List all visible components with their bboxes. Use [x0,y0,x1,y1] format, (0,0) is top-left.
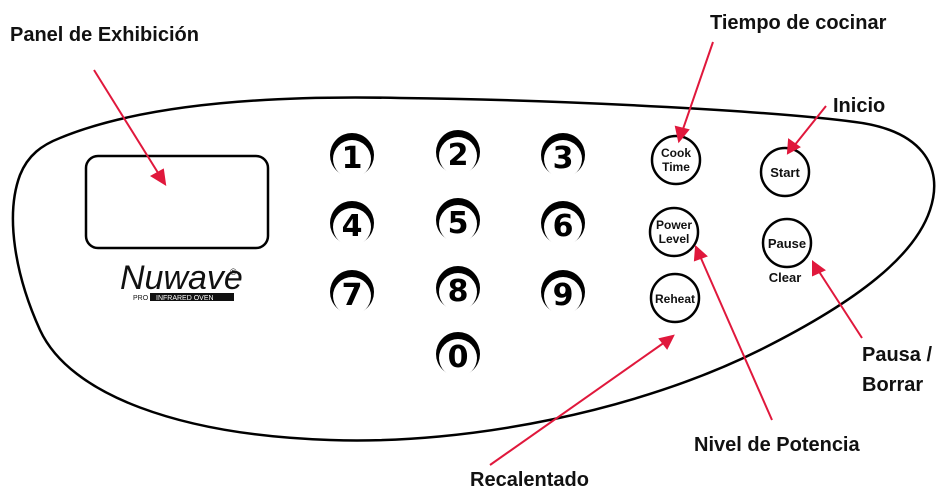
arrow-cook-time [681,41,714,133]
logo-brand: Nuwave [120,259,243,297]
callout-reheat: Recalentado [470,469,589,491]
callout-cook-time: Tiempo de cocinar [710,12,887,34]
callout-pause-clear-line2: Borrar [862,374,924,396]
key-2-label: 2 [448,138,469,173]
arrow-display-panel [93,69,161,177]
key-2-button[interactable]: 2 [436,130,480,175]
cook-time-label-line2: Time [662,160,690,174]
key-5-face [439,205,477,243]
key-7-button[interactable]: 7 [330,270,374,315]
logo-registered-mark: ® [230,267,237,277]
key-3-face [544,140,582,178]
key-7-face [333,277,371,315]
key-9-label: 9 [553,278,574,313]
key-5-button[interactable]: 5 [436,198,480,243]
display-window [84,154,270,250]
logo-sub-left: PRO [133,295,149,302]
arrowhead-reheat [658,334,675,350]
reheat-label: Reheat [655,292,695,306]
arrow-reheat [489,341,666,466]
cook-time-label-line1: Cook [661,146,691,160]
key-0-label: 0 [448,340,469,375]
cook-time-button[interactable]: Cook Time [650,134,702,186]
start-button[interactable]: Start [759,146,811,198]
key-0-face [439,339,477,377]
key-9-button[interactable]: 9 [541,270,585,315]
logo-sub-right: INFRARED OVEN [156,295,214,302]
key-1-button[interactable]: 1 [330,133,374,178]
arrowhead-power-level [693,244,708,262]
power-level-label-line2: Level [659,232,690,246]
callout-start: Inicio [833,95,886,117]
power-level-button[interactable]: Power Level [648,206,700,258]
arrow-pause-clear [817,269,863,339]
callout-display-panel: Panel de Exhibición [10,24,199,46]
key-8-face [439,273,477,311]
key-9-face [544,277,582,315]
pause-button[interactable]: Pause [761,217,813,269]
pause-label: Pause [768,236,806,251]
key-4-face [333,208,371,246]
key-8-button[interactable]: 8 [436,266,480,311]
key-3-label: 3 [553,141,574,176]
callout-pause-clear-line1: Pausa / [862,344,933,366]
callout-arrows [93,41,863,466]
reheat-button[interactable]: Reheat [649,272,701,324]
key-6-face [544,208,582,246]
logo-subline-bar [150,293,234,301]
arrowhead-display-panel [150,168,167,186]
power-level-label-line1: Power [656,218,692,232]
key-4-button[interactable]: 4 [330,201,374,246]
key-8-label: 8 [448,274,469,309]
arrowhead-start [786,138,801,155]
arrow-start [793,105,827,147]
key-1-face [333,140,371,178]
key-6-button[interactable]: 6 [541,201,585,246]
key-5-label: 5 [448,206,469,241]
key-1-label: 1 [342,141,363,176]
key-7-label: 7 [342,278,363,313]
arrow-power-level [699,255,773,421]
nuwave-logo: Nuwave ® PRO INFRARED OVEN [120,259,243,302]
key-3-button[interactable]: 3 [541,133,585,178]
arrowhead-pause-clear [812,260,826,277]
arrowhead-cook-time [674,125,690,144]
key-6-label: 6 [553,209,574,244]
key-2-face [439,137,477,175]
key-4-label: 4 [342,209,363,244]
clear-label: Clear [769,270,802,285]
callout-power-level: Nivel de Potencia [694,434,860,456]
key-0-button[interactable]: 0 [436,332,480,377]
start-label: Start [770,165,800,180]
